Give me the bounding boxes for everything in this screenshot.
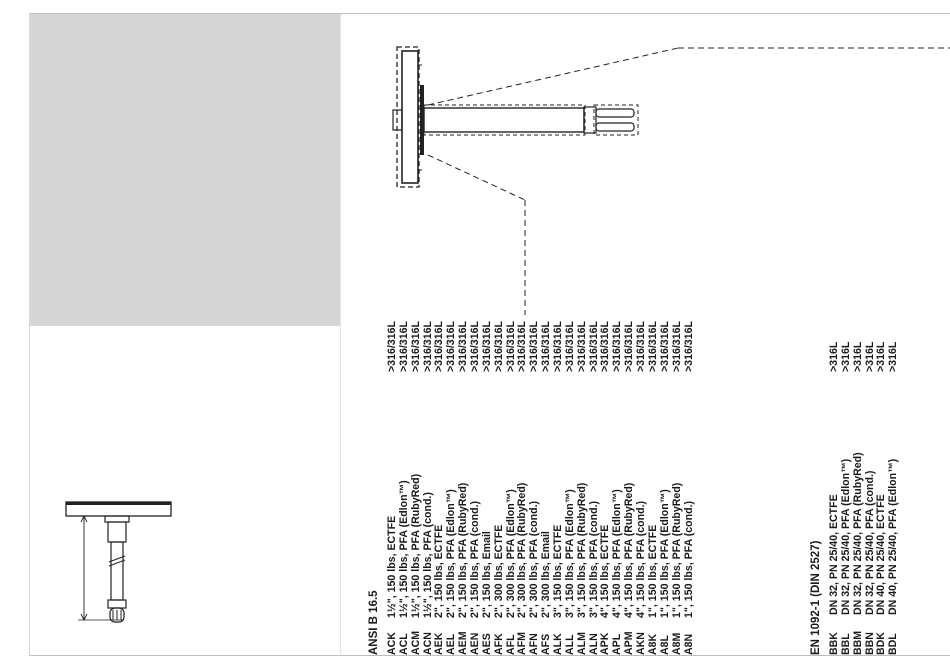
- row-code: A8N: [682, 633, 695, 655]
- row-code: ACM: [409, 630, 422, 655]
- row-description: 1", 150 lbs, PFA (cond.): [682, 500, 695, 618]
- row-material: >316/316L: [480, 321, 493, 372]
- document-sheet: [29, 13, 950, 656]
- row-description: 2", 300 lbs, ECTFE: [492, 524, 505, 618]
- row-material: >316/316L: [563, 321, 576, 372]
- row-description: 1", 150 lbs, ECTFE: [646, 524, 659, 618]
- row-description: DN 32, PN 25/40, PFA (Edlon™): [839, 458, 852, 615]
- row-description: 1", 150 lbs, PFA (RubyRed): [670, 482, 683, 618]
- gray-panel: [29, 14, 341, 326]
- row-description: 3", 150 lbs, PFA (Edlon™): [563, 489, 576, 618]
- row-material: >316/316L: [409, 321, 422, 372]
- row-description: 2", 150 lbs, Email: [480, 531, 493, 618]
- row-material: >316/316L: [658, 321, 671, 372]
- row-material: >316L: [887, 341, 900, 372]
- probe-small-drawing: [65, 501, 172, 623]
- row-material: >316/316L: [646, 321, 659, 372]
- row-material: >316/316L: [575, 321, 588, 372]
- row-description: 1", 150 lbs, PFA (Edlon™): [658, 489, 671, 618]
- row-code: BBL: [839, 633, 852, 655]
- row-material: >316L: [839, 341, 852, 372]
- row-description: 1½", 150 lbs, PFA (RubyRed): [409, 473, 422, 618]
- row-code: AFK: [492, 633, 505, 655]
- row-description: DN 40, PN 25/40, PFA (Edlon™): [887, 458, 900, 615]
- row-description: 1½", 150 lbs, PFA (Edlon™): [397, 480, 410, 618]
- row-code: ALL: [563, 634, 576, 655]
- row-code: A8M: [670, 632, 683, 655]
- row-description: 3", 150 lbs, PFA (RubyRed): [575, 482, 588, 618]
- row-material: >316/316L: [682, 321, 695, 372]
- row-code: ACL: [397, 633, 410, 655]
- probe-large-drawing: [392, 46, 950, 315]
- row-material: >316L: [851, 341, 864, 372]
- row-code: BDL: [887, 633, 900, 655]
- row-code: A8K: [646, 633, 659, 655]
- row-code: AES: [480, 633, 493, 655]
- row-material: >316/316L: [670, 321, 683, 372]
- row-material: >316/316L: [492, 321, 505, 372]
- row-material: >316/316L: [397, 321, 410, 372]
- row-code: A8L: [658, 634, 671, 655]
- ansi-title: ANSI B 16.5: [368, 590, 380, 655]
- row-description: DN 32, PN 25/40, PFA (RubyRed): [851, 452, 864, 615]
- row-code: BBM: [851, 630, 864, 655]
- en-title: EN 1092-1 (DIN 2527): [810, 540, 822, 655]
- column-divider: [340, 14, 341, 654]
- row-code: ALM: [575, 632, 588, 655]
